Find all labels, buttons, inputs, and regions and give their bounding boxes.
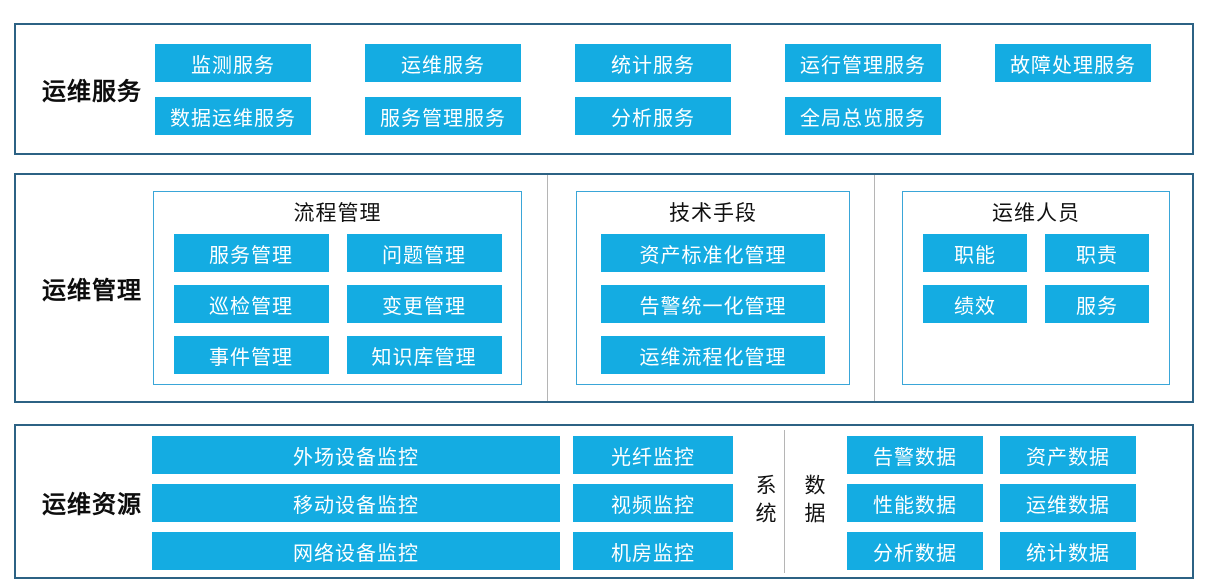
process-node: 变更管理 [346, 285, 502, 323]
staff-node: 服务 [1045, 285, 1149, 323]
technical-node: 运维流程化管理 [601, 336, 825, 374]
data-node: 告警数据 [847, 436, 983, 474]
process-node: 事件管理 [173, 336, 329, 374]
special-monitor-node: 视频监控 [573, 484, 733, 522]
process-node: 服务管理 [173, 234, 329, 272]
special-monitor-column: 光纤监控 视频监控 机房监控 [573, 436, 733, 570]
staff-node: 职责 [1045, 234, 1149, 272]
data-node: 分析数据 [847, 532, 983, 570]
data-node: 运维数据 [1000, 484, 1136, 522]
technical-means-title: 技术手段 [669, 202, 757, 225]
field-monitor-node: 网络设备监控 [152, 532, 560, 570]
ops-management-band: 运维管理 流程管理 服务管理 问题管理 巡检管理 变更管理 事件管理 知识库管理… [14, 173, 1194, 403]
data-node: 统计数据 [1000, 532, 1136, 570]
vertical-divider [874, 175, 875, 401]
ops-service-node: 故障处理服务 [995, 44, 1151, 82]
ops-services-grid: 监测服务 运维服务 统计服务 运行管理服务 故障处理服务 数据运维服务 服务管理… [155, 44, 1151, 135]
process-node: 问题管理 [346, 234, 502, 272]
ops-service-node: 监测服务 [155, 44, 311, 82]
data-vertical-label: 数据 [802, 473, 825, 530]
technical-means-group: 技术手段 资产标准化管理 告警统一化管理 运维流程化管理 [576, 191, 850, 385]
ops-service-node: 运行管理服务 [785, 44, 941, 82]
vertical-divider [547, 175, 548, 401]
technical-means-grid: 资产标准化管理 告警统一化管理 运维流程化管理 [577, 234, 849, 374]
ops-management-label: 运维管理 [42, 277, 142, 305]
system-vertical-label: 系统 [753, 473, 776, 530]
technical-node: 告警统一化管理 [601, 285, 825, 323]
data-column-2: 资产数据 运维数据 统计数据 [1000, 436, 1136, 570]
ops-service-node: 运维服务 [365, 44, 521, 82]
process-management-title: 流程管理 [293, 202, 382, 225]
ops-service-node: 全局总览服务 [785, 97, 941, 135]
ops-service-node: 统计服务 [575, 44, 731, 82]
field-monitor-column: 外场设备监控 移动设备监控 网络设备监控 [152, 436, 560, 570]
staff-node: 绩效 [923, 285, 1027, 323]
special-monitor-node: 光纤监控 [573, 436, 733, 474]
process-management-grid: 服务管理 问题管理 巡检管理 变更管理 事件管理 知识库管理 [154, 234, 521, 374]
data-node: 性能数据 [847, 484, 983, 522]
field-monitor-node: 移动设备监控 [152, 484, 560, 522]
ops-resources-band: 运维资源 外场设备监控 移动设备监控 网络设备监控 光纤监控 视频监控 机房监控… [14, 424, 1194, 579]
ops-service-node: 分析服务 [575, 97, 731, 135]
vertical-divider [784, 430, 785, 573]
special-monitor-node: 机房监控 [573, 532, 733, 570]
process-node: 知识库管理 [346, 336, 502, 374]
data-node: 资产数据 [1000, 436, 1136, 474]
technical-node: 资产标准化管理 [601, 234, 825, 272]
ops-staff-group: 运维人员 职能 职责 绩效 服务 [902, 191, 1170, 385]
ops-services-label: 运维服务 [42, 78, 142, 106]
field-monitor-node: 外场设备监控 [152, 436, 560, 474]
data-column-1: 告警数据 性能数据 分析数据 [847, 436, 983, 570]
staff-node: 职能 [923, 234, 1027, 272]
ops-staff-grid: 职能 职责 绩效 服务 [903, 234, 1169, 323]
ops-service-node: 服务管理服务 [365, 97, 521, 135]
process-node: 巡检管理 [173, 285, 329, 323]
ops-staff-title: 运维人员 [992, 202, 1080, 225]
ops-resources-label: 运维资源 [42, 491, 142, 518]
process-management-group: 流程管理 服务管理 问题管理 巡检管理 变更管理 事件管理 知识库管理 [153, 191, 522, 385]
ops-services-band: 运维服务 监测服务 运维服务 统计服务 运行管理服务 故障处理服务 数据运维服务… [14, 23, 1194, 155]
ops-service-node: 数据运维服务 [155, 97, 311, 135]
